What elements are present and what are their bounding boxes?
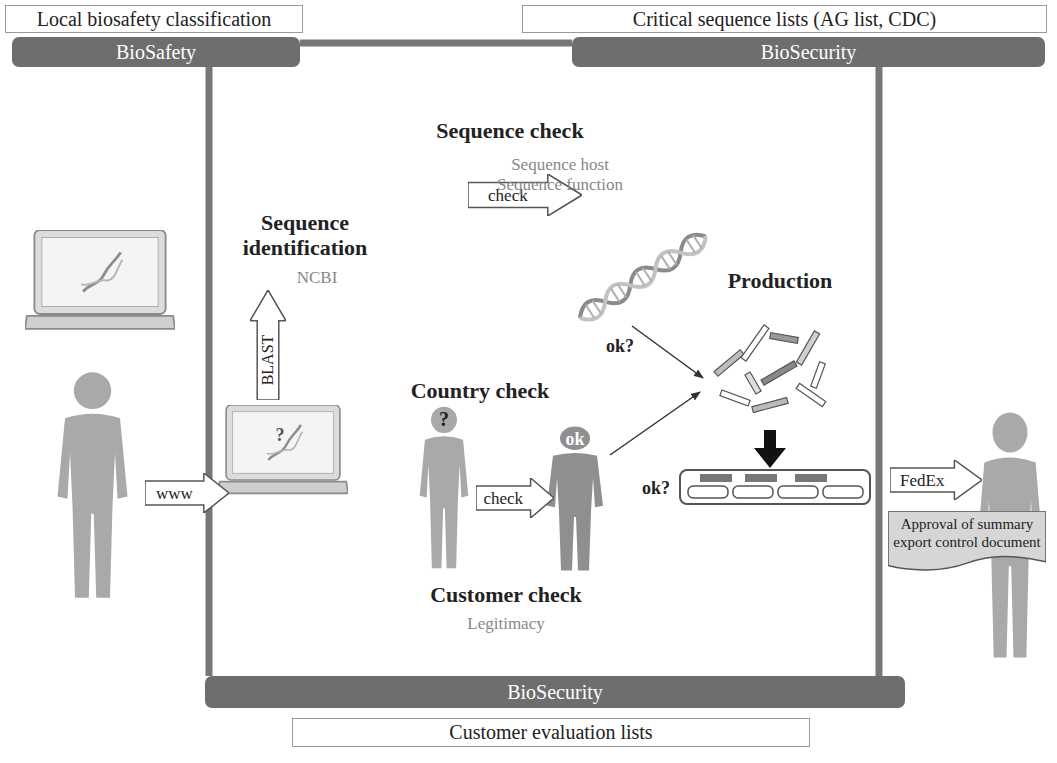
heading-text: Country check	[402, 378, 558, 403]
node-text: Approval of summary export control docum…	[888, 515, 1046, 551]
detail-text: Sequence host Sequence function	[490, 155, 630, 194]
heading-text: Sequence check	[430, 118, 590, 143]
frame-line	[876, 67, 883, 676]
detail-text: NCBI	[290, 268, 344, 288]
frame-line	[206, 67, 213, 676]
node-text: www	[145, 485, 204, 502]
person-figure	[547, 426, 603, 570]
node-text: BLAST	[260, 335, 276, 386]
status-text: ok?	[634, 478, 678, 499]
figure-symbol: ok	[557, 429, 593, 450]
category-band: BioSecurity	[572, 37, 1045, 67]
person-figure	[58, 372, 128, 597]
figure-symbol: ?	[432, 408, 456, 431]
block-arrow: BLAST	[250, 290, 286, 400]
dna-helix	[575, 229, 711, 326]
oligo-fragments	[714, 325, 826, 413]
plate	[680, 470, 870, 504]
category-band: BioSafety	[12, 37, 300, 67]
person-figure	[420, 407, 469, 569]
node-text: check	[476, 490, 531, 507]
heading-text: Sequence identification	[225, 210, 385, 261]
frame-line	[300, 40, 572, 47]
node-text: FedEx	[890, 472, 954, 489]
node-text: BioSecurity	[507, 681, 603, 704]
block-arrow: www	[145, 473, 229, 513]
down-arrow	[754, 430, 786, 468]
block-arrow: FedEx	[890, 460, 982, 500]
node-text: Critical sequence lists (AG list, CDC)	[625, 8, 944, 31]
node-text: BioSecurity	[761, 41, 857, 64]
node-text: Customer evaluation lists	[441, 721, 660, 744]
thin-arrow	[632, 326, 703, 378]
list-box: Critical sequence lists (AG list, CDC)	[522, 5, 1047, 33]
heading-text: Production	[712, 268, 848, 293]
status-text: ok?	[598, 336, 642, 357]
laptop-icon	[25, 230, 175, 329]
detail-text: Legitimacy	[450, 614, 562, 634]
list-box: Local biosafety classification	[5, 5, 303, 33]
node-text: Local biosafety classification	[29, 8, 279, 31]
category-band: BioSecurity	[205, 676, 905, 708]
heading-text: Customer check	[428, 582, 584, 607]
laptop-icon	[218, 405, 348, 493]
list-box: Customer evaluation lists	[292, 718, 810, 747]
screen-symbol: ?	[268, 425, 292, 446]
document-shape: Approval of summary export control docum…	[888, 511, 1046, 573]
thin-arrow	[610, 392, 700, 455]
block-arrow: check	[476, 478, 554, 518]
node-text: BioSafety	[116, 41, 196, 64]
